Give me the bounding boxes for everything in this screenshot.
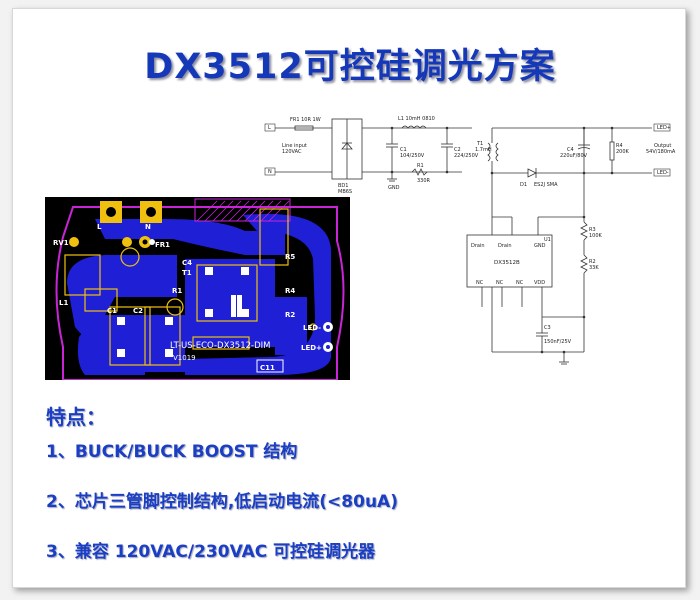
sch-c4: C4 bbox=[567, 147, 574, 153]
pcb-label-r4: R4 bbox=[285, 287, 295, 295]
sch-u1: U1 bbox=[544, 237, 551, 243]
sch-vac: 120VAC bbox=[282, 149, 302, 155]
feature-item-2: 2、芯片三管脚控制结构,低启动电流(<80uA) bbox=[46, 492, 398, 512]
sch-led-plus: LED+ bbox=[657, 125, 671, 131]
sch-line-input: Line input bbox=[282, 143, 307, 149]
sch-r2-val: 33K bbox=[589, 265, 599, 271]
sch-N: N bbox=[268, 169, 272, 175]
sch-fr1: FR1 10R 1W bbox=[290, 117, 321, 123]
sch-pin-nc1: NC bbox=[476, 280, 484, 286]
pcb-label-r5: R5 bbox=[285, 253, 295, 261]
sch-pin-vdd: VDD bbox=[534, 280, 545, 286]
sch-bd1: BD1 bbox=[338, 183, 348, 189]
sch-mb6s: MB6S bbox=[338, 189, 352, 195]
sch-c3: C3 bbox=[544, 325, 551, 331]
sch-c2-val: 224/250V bbox=[454, 153, 479, 159]
sch-pin-drain2: Drain bbox=[498, 243, 512, 249]
pcb-board-rev: V1019 bbox=[173, 354, 196, 362]
sch-c2: C2 bbox=[454, 147, 461, 153]
sch-c4-val: 220uF/80V bbox=[560, 153, 588, 159]
pcb-label-l: L bbox=[97, 223, 102, 231]
sch-output: Output bbox=[654, 143, 671, 149]
pcb-label-c11: C11 bbox=[260, 364, 275, 372]
sch-c1: C1 bbox=[400, 147, 407, 153]
pcb-label-n: N bbox=[145, 223, 151, 231]
feature-item-3: 3、兼容 120VAC/230VAC 可控硅调光器 bbox=[46, 542, 376, 562]
pcb-label-c4: C4 bbox=[182, 259, 192, 267]
schematic-diagram: L N FR1 10R 1W Line input 120VAC BD1 MB6… bbox=[262, 107, 692, 382]
sch-r1-val: 330R bbox=[417, 178, 431, 184]
pcb-label-c1: C1 bbox=[107, 307, 117, 315]
sch-d1: D1 bbox=[520, 182, 527, 188]
page-title: DX3512可控硅调光方案 bbox=[144, 47, 556, 87]
pcb-label-rv1: RV1 bbox=[53, 239, 69, 247]
pcb-label-led-minus: LED- bbox=[303, 324, 321, 332]
feature-item-1: 1、BUCK/BUCK BOOST 结构 bbox=[46, 442, 298, 462]
pcb-label-r1: R1 bbox=[172, 287, 182, 295]
pcb-label-r2: R2 bbox=[285, 311, 295, 319]
features-heading: 特点： bbox=[46, 405, 106, 429]
pcb-label-c2: C2 bbox=[133, 307, 143, 315]
sch-c1-val: 104/250V bbox=[400, 153, 425, 159]
sch-r1: R1 bbox=[417, 163, 424, 169]
sch-t1: T1 bbox=[476, 141, 483, 147]
sch-pin-gnd: GND bbox=[534, 243, 546, 249]
sch-pin-nc3: NC bbox=[516, 280, 524, 286]
sch-r4: R4 bbox=[616, 143, 623, 149]
sch-pin-drain1: Drain bbox=[471, 243, 485, 249]
sch-pin-nc2: NC bbox=[496, 280, 504, 286]
sch-r3: R3 bbox=[589, 227, 596, 233]
pcb-label-l1: L1 bbox=[59, 299, 68, 307]
sch-L: L bbox=[268, 125, 271, 131]
sch-r3-val: 100K bbox=[589, 233, 603, 239]
pcb-board-name: LT-US-ECO-DX3512-DIM bbox=[170, 341, 270, 351]
sch-r4-val: 200K bbox=[616, 149, 630, 155]
sch-d1-val: ES2J SMA bbox=[534, 182, 558, 188]
sch-c3-val: 150nF/25V bbox=[544, 339, 572, 345]
sch-ic: DX3512B bbox=[494, 260, 520, 266]
sch-r2: R2 bbox=[589, 259, 596, 265]
sch-output-val: 54V/180mA bbox=[646, 149, 676, 155]
pcb-label-led-plus: LED+ bbox=[301, 344, 322, 352]
pcb-label-fr1: FR1 bbox=[155, 241, 170, 249]
pcb-label-t1: T1 bbox=[182, 269, 192, 277]
sch-l1: L1 10mH 0810 bbox=[398, 116, 435, 122]
pcb-layout-image: L N RV1 FR1 C1 C2 L1 T1 C4 R1 R5 R4 R2 C… bbox=[45, 197, 350, 381]
sch-gnd: GND bbox=[388, 185, 400, 191]
sch-led-minus: LED- bbox=[657, 170, 669, 176]
sch-t1-val: 1.7mH bbox=[475, 147, 492, 153]
